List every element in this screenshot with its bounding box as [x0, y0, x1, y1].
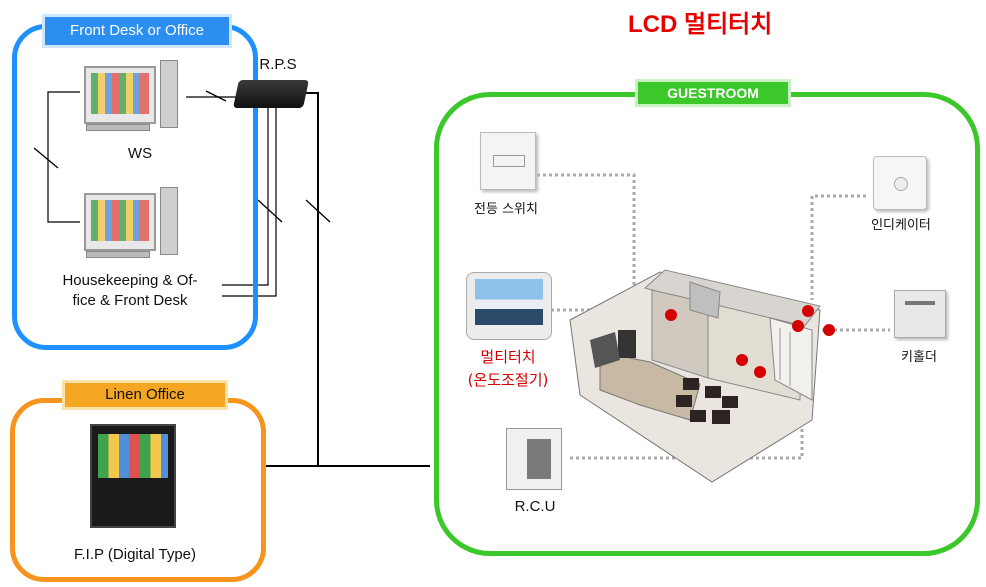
rps-label: R.P.S: [259, 56, 297, 73]
multitouch-device-icon: [466, 272, 552, 340]
workstation-monitor: [84, 66, 156, 124]
housekeeping-tower: [160, 187, 178, 255]
linen-office-header: Linen Office: [62, 380, 228, 410]
rcu-label: R.C.U: [514, 498, 556, 515]
indicator-device-icon: [873, 156, 927, 210]
page-title: LCD 멀티터치: [628, 11, 773, 38]
workstation-keyboard: [86, 124, 150, 131]
workstation-tower: [160, 60, 178, 128]
guestroom-illustration: [569, 269, 835, 483]
housekeeping-monitor: [84, 193, 156, 251]
main-bus-line: [305, 92, 430, 467]
key-holder-icon: [894, 290, 946, 338]
housekeeping-label-line1: Housekeeping & Of-: [62, 272, 198, 289]
key-holder-label: 키홀더: [901, 350, 937, 365]
light-switch-label: 전등 스위치: [474, 202, 538, 217]
rps-device: [233, 80, 309, 108]
ws-label: WS: [127, 145, 153, 162]
front-desk-header: Front Desk or Office: [42, 14, 232, 48]
fip-label: F.I.P (Digital Type): [74, 546, 196, 563]
fip-device: [90, 424, 176, 528]
housekeeping-label-line2: fice & Front Desk: [72, 292, 188, 309]
housekeeping-keyboard: [86, 251, 150, 258]
rcu-device-icon: [506, 428, 562, 490]
light-switch-icon: [480, 132, 536, 190]
multitouch-label-line2: (온도조절기): [467, 371, 549, 389]
indicator-label: 인디케이터: [871, 218, 931, 233]
multitouch-label-line1: 멀티터치: [480, 348, 536, 366]
guestroom-header: GUESTROOM: [635, 79, 791, 107]
